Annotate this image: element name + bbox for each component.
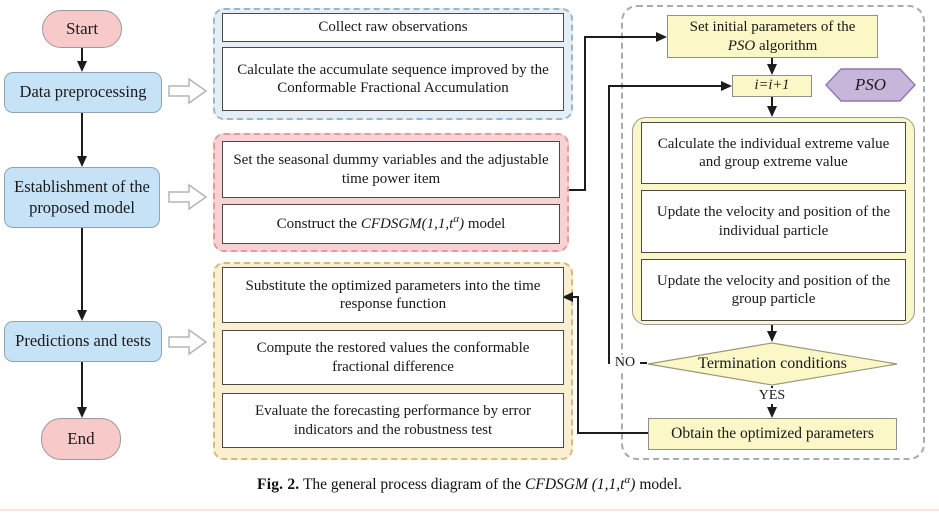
group-pso-algorithm [621, 5, 925, 460]
arrowhead-icon [77, 310, 87, 321]
substitute-parameters-label: Substitute the optimized parameters into… [245, 277, 541, 312]
pso-init-prefix: Set initial parameters of the [689, 19, 856, 36]
pso-hexagon-text: PSO [854, 74, 887, 94]
caption-model-close: ) [630, 476, 636, 493]
arrowhead-icon [77, 156, 87, 167]
caption-text: The general process diagram of the [299, 476, 526, 493]
connector-model-to-pso [569, 189, 586, 191]
iteration-counter-box: i=i+1 [732, 75, 812, 97]
block-arrow-icon [168, 183, 207, 211]
accumulate-sequence-box: Calculate the accumulate sequence improv… [222, 47, 564, 111]
obtain-parameters-box: Obtain the optimized parameters [648, 418, 897, 450]
connector-obtain-to-substitute [577, 432, 648, 434]
pso-init-box: Set initial parameters of the PSO algori… [667, 15, 878, 58]
accumulate-sequence-label: Calculate the accumulate sequence improv… [237, 61, 549, 96]
arrowhead-icon [721, 81, 732, 91]
compute-restored-label: Compute the restored values the conforma… [256, 340, 530, 375]
block-arrow-icon [168, 77, 207, 105]
arrowhead-icon [656, 32, 667, 42]
connector-loop-to-decision [771, 325, 773, 333]
caption-model-math: CFDSGM (1,1,t [525, 476, 625, 493]
update-group-box: Update the velocity and position of the … [641, 259, 906, 321]
establishment-label: Establishment of the proposed model [14, 177, 150, 217]
connector-init-to-counter [771, 58, 773, 66]
arrowhead-icon [77, 407, 87, 418]
connector-no-loop [608, 85, 721, 87]
connector-start-to-preprocessing [81, 48, 83, 62]
construct-superscript: α [453, 212, 460, 225]
termination-text: Termination conditions [698, 355, 847, 373]
calc-extreme-label: Calculate the individual extreme value a… [657, 135, 890, 170]
no-text: NO [614, 355, 636, 370]
connector-establishment-to-predictions [81, 228, 83, 311]
calc-extreme-box: Calculate the individual extreme value a… [641, 122, 906, 184]
arrowhead-icon [767, 407, 777, 418]
pso-init-suffix: algorithm [755, 37, 818, 54]
seasonal-dummy-label: Set the seasonal dummy variables and the… [233, 152, 549, 187]
collect-observations-label: Collect raw observations [318, 19, 468, 36]
establishment-node: Establishment of the proposed model [4, 167, 160, 228]
arrowhead-icon [77, 61, 87, 72]
pso-hexagon-label: PSO [825, 68, 916, 102]
end-node: End [41, 418, 121, 460]
iteration-counter-label: i=i+1 [754, 77, 790, 94]
data-preprocessing-label: Data preprocessing [19, 82, 147, 102]
evaluate-performance-label: Evaluate the forecasting performance by … [254, 403, 532, 438]
collect-observations-box: Collect raw observations [222, 13, 564, 42]
start-label: Start [65, 18, 99, 38]
obtain-parameters-label: Obtain the optimized parameters [671, 424, 874, 442]
start-node: Start [42, 10, 122, 48]
construct-math: CFDSGM(1,1,t [360, 215, 454, 232]
end-label: End [67, 428, 95, 448]
pso-hexagon [825, 68, 916, 102]
connector-obtain-to-substitute [577, 296, 579, 434]
connector-preprocessing-to-establishment [81, 113, 83, 157]
caption-figure-number: Fig. 2. [257, 476, 300, 493]
update-individual-box: Update the velocity and position of the … [641, 190, 906, 253]
termination-diamond-label: Termination conditions [647, 342, 898, 386]
block-arrow-icon [168, 328, 207, 356]
yes-text: YES [758, 388, 786, 403]
connector-counter-to-loop [771, 96, 773, 108]
caption-superscript: α [624, 473, 631, 486]
figure-caption: Fig. 2. The general process diagram of t… [0, 473, 939, 494]
arrowhead-icon [562, 292, 573, 302]
caption-text-end: model. [635, 476, 682, 493]
seasonal-dummy-box: Set the seasonal dummy variables and the… [222, 141, 560, 198]
construct-model-box: Construct the CFDSGM(1,1,tα) model [222, 204, 560, 244]
construct-suffix: model [464, 215, 506, 232]
connector-predictions-to-end [81, 362, 83, 408]
arrowhead-icon [767, 331, 777, 342]
pso-init-italic: PSO [727, 37, 756, 54]
substitute-parameters-box: Substitute the optimized parameters into… [222, 267, 564, 323]
construct-close: ) [459, 215, 465, 232]
page-divider [0, 509, 939, 511]
compute-restored-box: Compute the restored values the conforma… [222, 330, 564, 385]
update-group-label: Update the velocity and position of the … [656, 272, 891, 307]
pso-init-label: Set initial parameters of the PSO algori… [674, 18, 871, 55]
connector-model-to-pso [584, 36, 586, 191]
update-individual-label: Update the velocity and position of the … [656, 204, 891, 239]
connector-no-loop [608, 85, 610, 364]
no-label: NO [610, 355, 640, 371]
predictions-node: Predictions and tests [4, 321, 162, 362]
termination-diamond [647, 342, 898, 386]
yes-label: YES [752, 388, 792, 404]
construct-prefix: Construct the [276, 215, 361, 232]
evaluate-performance-box: Evaluate the forecasting performance by … [222, 393, 564, 448]
connector-model-to-pso [584, 36, 657, 38]
connector-obtain-to-substitute [572, 296, 579, 298]
predictions-label: Predictions and tests [15, 331, 151, 351]
arrowhead-icon [767, 64, 777, 75]
data-preprocessing-node: Data preprocessing [4, 72, 162, 113]
arrowhead-icon [767, 106, 777, 117]
construct-model-label: Construct the CFDSGM(1,1,tα) model [276, 212, 506, 233]
